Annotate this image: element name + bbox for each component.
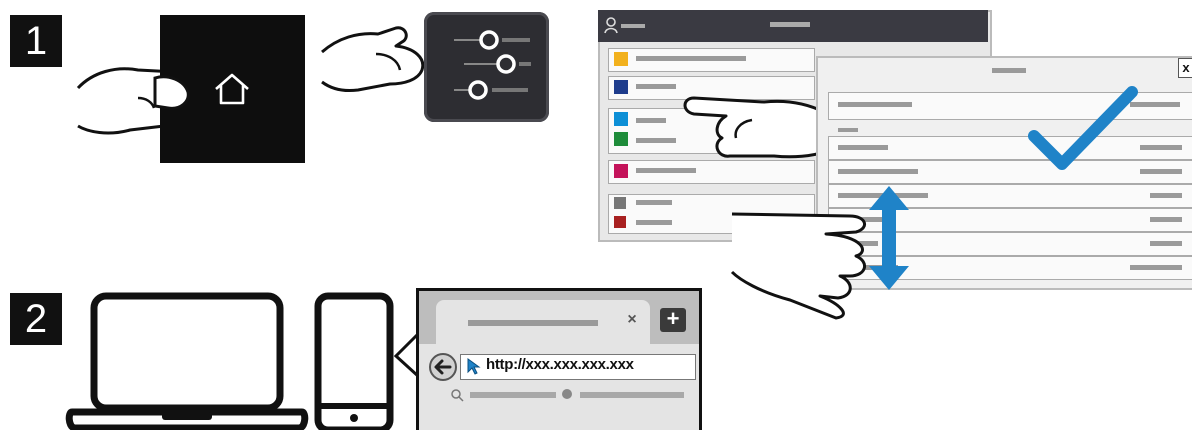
text-placeholder bbox=[636, 56, 746, 61]
close-icon: × bbox=[627, 311, 636, 328]
app-icon-gray bbox=[614, 197, 626, 209]
app-icon-magenta bbox=[614, 164, 628, 178]
phone-icon bbox=[310, 290, 398, 430]
checkmark-icon bbox=[1028, 84, 1138, 174]
laptop-icon bbox=[64, 290, 310, 430]
text-placeholder bbox=[838, 169, 918, 174]
text-placeholder bbox=[636, 118, 666, 123]
hand-pointing-panel-illustration bbox=[318, 14, 438, 114]
app-icon-yellow bbox=[614, 52, 628, 66]
text-placeholder bbox=[838, 128, 858, 132]
text-placeholder bbox=[1140, 169, 1182, 174]
settings-panel-close-button[interactable]: x bbox=[1178, 58, 1192, 78]
tab-close-button[interactable]: × bbox=[622, 310, 642, 330]
back-arrow-icon[interactable] bbox=[428, 352, 458, 382]
user-icon bbox=[604, 16, 654, 36]
text-placeholder bbox=[1140, 145, 1182, 150]
bookmark-dot bbox=[562, 389, 572, 399]
app-icon-cyan bbox=[614, 112, 628, 126]
text-placeholder bbox=[838, 145, 888, 150]
hand-tapping-illustration bbox=[664, 72, 824, 172]
step-1-number: 1 bbox=[25, 19, 47, 64]
tab-title-placeholder bbox=[468, 320, 598, 326]
fingertip-overlay bbox=[150, 70, 195, 115]
app-icon-blue bbox=[614, 80, 628, 94]
step-2-badge: 2 bbox=[10, 293, 62, 345]
hand-swiping-illustration bbox=[730, 200, 900, 320]
bookmark-placeholder bbox=[580, 392, 684, 398]
text-placeholder bbox=[636, 200, 672, 205]
header-title-placeholder bbox=[770, 22, 810, 27]
app-icon-red bbox=[614, 216, 626, 228]
text-placeholder bbox=[1150, 217, 1182, 222]
address-text: http://xxx.xxx.xxx.xxx bbox=[486, 356, 634, 373]
text-placeholder bbox=[838, 102, 912, 107]
new-tab-button[interactable]: + bbox=[660, 308, 686, 332]
control-panel-buttons bbox=[424, 12, 549, 122]
text-placeholder bbox=[1130, 265, 1182, 270]
search-icon bbox=[450, 388, 464, 402]
plus-icon: + bbox=[667, 306, 680, 331]
step-1-badge: 1 bbox=[10, 15, 62, 67]
app-icon-green bbox=[614, 132, 628, 146]
home-icon bbox=[213, 72, 251, 106]
text-placeholder bbox=[636, 220, 672, 225]
settings-panel-title bbox=[992, 68, 1026, 73]
cursor-icon bbox=[464, 357, 482, 375]
text-placeholder bbox=[1150, 193, 1182, 198]
bookmark-placeholder bbox=[470, 392, 556, 398]
text-placeholder bbox=[1150, 241, 1182, 246]
close-icon: x bbox=[1182, 60, 1189, 75]
step-2-number: 2 bbox=[25, 297, 47, 342]
